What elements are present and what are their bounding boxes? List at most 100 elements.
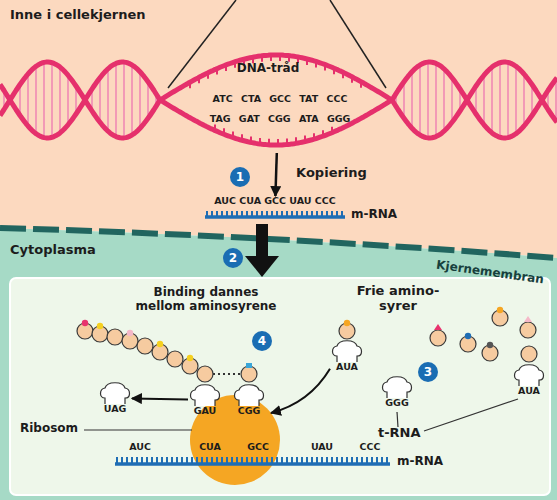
trna-molecule: CGG [232,382,266,418]
nucleus-region-shape [0,0,557,262]
codon: UAU [307,442,337,453]
codon: CCC [355,442,385,453]
base-pair [139,72,141,128]
codon: CUA [195,442,225,453]
trna-shape [333,341,362,362]
base-pair [491,67,493,133]
mrna-label: m-RNA [397,455,467,469]
base-pair [131,65,133,135]
amino-acid [521,346,537,362]
dna-backbone [0,62,160,138]
mrna-backbone [115,462,390,466]
nuclear-membrane [0,228,557,258]
anticodon: AUA [512,386,546,397]
anticodon: UAG [98,404,132,415]
trna-shape [515,365,544,386]
callout-number: 3 [418,362,438,382]
base-pair [59,67,61,133]
dna-backbone [160,100,392,145]
codon-row: AUC CUA GCC UAU CCC [205,196,345,207]
transport-arrow-head [245,256,279,277]
membrane-label: Kjernemembran [430,258,551,288]
leader-line [84,429,192,430]
base-pair [35,66,37,133]
amino-acid [167,351,183,367]
codon: AUC [125,442,155,453]
anticodon: CGG [232,406,266,417]
callout-number: 1 [230,167,250,187]
base-pair [27,74,29,126]
side-group [497,307,503,313]
base-pair [499,63,501,138]
trna-label: t-RNA [378,426,438,441]
anticodon: GAU [188,406,222,417]
base-pair [51,63,53,138]
base-pair [451,78,453,123]
cytoplasm-fill [0,228,557,500]
trna-molecule: AUA [330,338,364,374]
amino-acid [520,322,536,338]
region-label: Cytoplasma [10,243,140,258]
base-pair [555,79,557,121]
peptide-bond-line [213,373,241,375]
trna-molecule: GAU [188,382,222,418]
nucleus-region: Inne i cellekjernenDNA-trådATC CTA GCC T… [0,0,557,262]
trna-molecule: GGG [380,374,414,410]
ribosome-label: Ribosom [20,422,84,436]
side-group [434,324,442,330]
dna-label: DNA-tråd [228,62,308,76]
amino-acid [241,366,257,382]
side-group [344,320,350,326]
trna-molecule: AUA [512,362,546,398]
transport-arrow-shaft [256,224,268,258]
codon-row: TAG GAT CGG ATA GGG [180,114,380,125]
region-label: Inne i cellekjernen [10,8,230,23]
trna-shape [191,385,220,406]
dna-strand: DNA-trådATC CTA GCC TAT CCC TAG GAT CGG A… [0,48,557,153]
ribosome-panel [10,278,550,495]
side-group [97,323,103,329]
base-pair [123,62,125,138]
side-group [487,342,493,348]
base-pair [107,69,109,131]
bond-label: Binding dannes mellom aminosyrene [132,286,280,314]
base-pair [507,62,509,137]
base-pair [99,78,101,123]
base-pair [115,63,117,136]
side-group [524,316,532,322]
base-pair [67,75,69,125]
base-pair [443,69,445,131]
base-pair [523,74,525,126]
mrna-backbone [205,215,345,219]
free-amino-label: Frie amino- syrer [348,284,448,314]
side-group [246,363,252,368]
base-pair [411,72,413,128]
amino-acid [430,330,446,346]
leader-line [397,412,398,427]
dna-helix [0,55,557,145]
leader-line [424,399,518,431]
anticodon: AUA [330,362,364,373]
base-pair [147,82,149,119]
base-pair [483,75,485,125]
anticodon: GGG [380,398,414,409]
trna-shape [235,385,264,406]
flow-arrow [132,398,188,399]
mrna-strand: AUCCUAGCCUAUCCCm-RNA [115,442,390,472]
dna-backbone [0,62,160,138]
callout-number: 4 [252,331,272,351]
amino-acid [137,338,153,354]
side-group [82,320,88,326]
codon-row: ATC CTA GCC TAT CCC [180,94,380,105]
base-pair [403,82,405,119]
flow-arrow [271,369,330,413]
amino-acid [197,366,213,382]
base-pair [419,65,421,135]
callout-number: 2 [223,248,243,268]
